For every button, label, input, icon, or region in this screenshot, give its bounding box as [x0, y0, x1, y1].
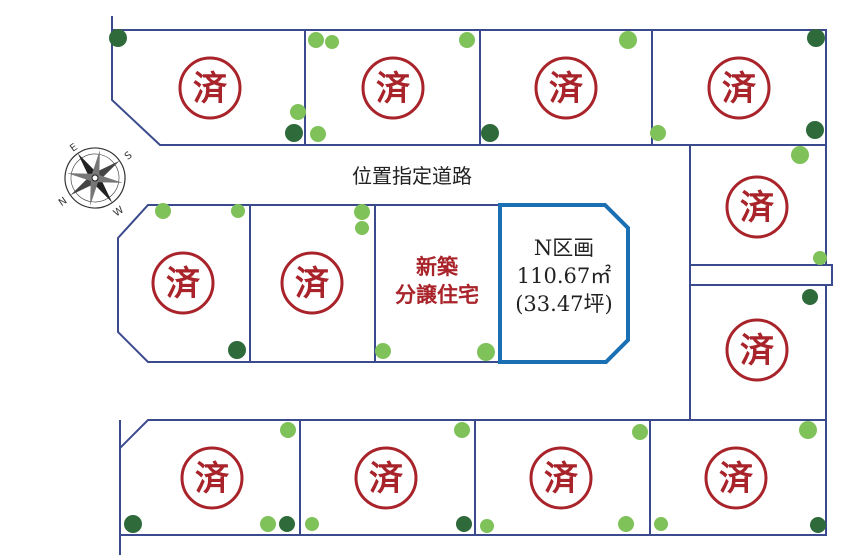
tree-icon — [355, 221, 369, 235]
sold-mark: 済 — [725, 318, 789, 382]
sold-mark: 済 — [354, 446, 418, 510]
tree-icon — [813, 251, 827, 265]
new-housing-label-line2: 分譲住宅 — [395, 282, 479, 307]
tree-icon — [290, 104, 306, 120]
tree-icon — [632, 424, 648, 440]
sold-mark: 済 — [361, 56, 425, 120]
tree-icon — [810, 517, 826, 533]
compass-icon: E S W N — [57, 142, 135, 220]
svg-text:済: 済 — [544, 459, 579, 499]
tree-icon — [354, 204, 370, 220]
n-lot-area-sqm: 110.67㎡ — [517, 264, 611, 288]
tree-icon — [109, 29, 127, 47]
sold-mark: 済 — [178, 56, 242, 120]
tree-icon — [477, 343, 495, 361]
tree-icon — [807, 29, 825, 47]
tree-icon — [260, 516, 276, 532]
tree-icon — [799, 421, 817, 439]
sold-mark: 済 — [529, 446, 593, 510]
tree-icon — [308, 32, 324, 48]
sold-mark: 済 — [151, 251, 215, 315]
tree-icon — [618, 516, 634, 532]
svg-text:済: 済 — [719, 459, 754, 499]
tree-icon — [654, 517, 668, 531]
road-label: 位置指定道路 — [352, 164, 472, 188]
tree-icon — [459, 32, 475, 48]
tree-icon — [279, 516, 295, 532]
tree-icon — [480, 519, 494, 533]
svg-text:E: E — [68, 142, 79, 155]
svg-text:済: 済 — [295, 264, 330, 304]
svg-text:W: W — [112, 205, 127, 220]
tree-icon — [124, 515, 142, 533]
tree-icon — [375, 343, 391, 359]
svg-text:済: 済 — [722, 69, 757, 109]
svg-text:S: S — [123, 150, 135, 163]
svg-text:済: 済 — [740, 331, 775, 371]
svg-text:済: 済 — [193, 69, 228, 109]
n-lot-name: N区画 — [534, 236, 594, 260]
tree-icon — [454, 422, 470, 438]
sold-mark: 済 — [704, 446, 768, 510]
sold-mark: 済 — [534, 56, 598, 120]
svg-text:済: 済 — [549, 69, 584, 109]
sold-marks: 済 済 済 済 済 済 済 済 済 済 済 済 — [151, 56, 789, 510]
tree-decorations — [109, 29, 827, 533]
svg-text:済: 済 — [376, 69, 411, 109]
lot-mid-new-housing[interactable] — [374, 204, 501, 363]
tree-icon — [310, 126, 326, 142]
sold-mark: 済 — [725, 175, 789, 239]
svg-text:済: 済 — [195, 459, 230, 499]
new-housing-label-line1: 新築 — [416, 254, 459, 279]
svg-text:済: 済 — [166, 264, 201, 304]
tree-icon — [280, 422, 296, 438]
tree-icon — [806, 121, 824, 139]
n-lot-area-tsubo: (33.47坪) — [515, 292, 613, 316]
svg-text:済: 済 — [740, 188, 775, 228]
tree-icon — [305, 517, 319, 531]
svg-text:N: N — [57, 196, 69, 209]
lot-n-highlight[interactable] — [498, 203, 630, 364]
tree-icon — [231, 204, 245, 218]
tree-icon — [325, 35, 339, 49]
sold-mark: 済 — [180, 446, 244, 510]
sold-mark: 済 — [280, 251, 344, 315]
sold-mark: 済 — [707, 56, 771, 120]
tree-icon — [791, 146, 809, 164]
tree-icon — [619, 31, 637, 49]
tree-icon — [481, 124, 499, 142]
lot-right-passage — [689, 264, 833, 286]
tree-icon — [285, 124, 303, 142]
svg-text:済: 済 — [369, 459, 404, 499]
tree-icon — [650, 125, 666, 141]
tree-icon — [802, 289, 818, 305]
tree-icon — [228, 341, 246, 359]
tree-icon — [456, 516, 472, 532]
tree-icon — [155, 203, 171, 219]
